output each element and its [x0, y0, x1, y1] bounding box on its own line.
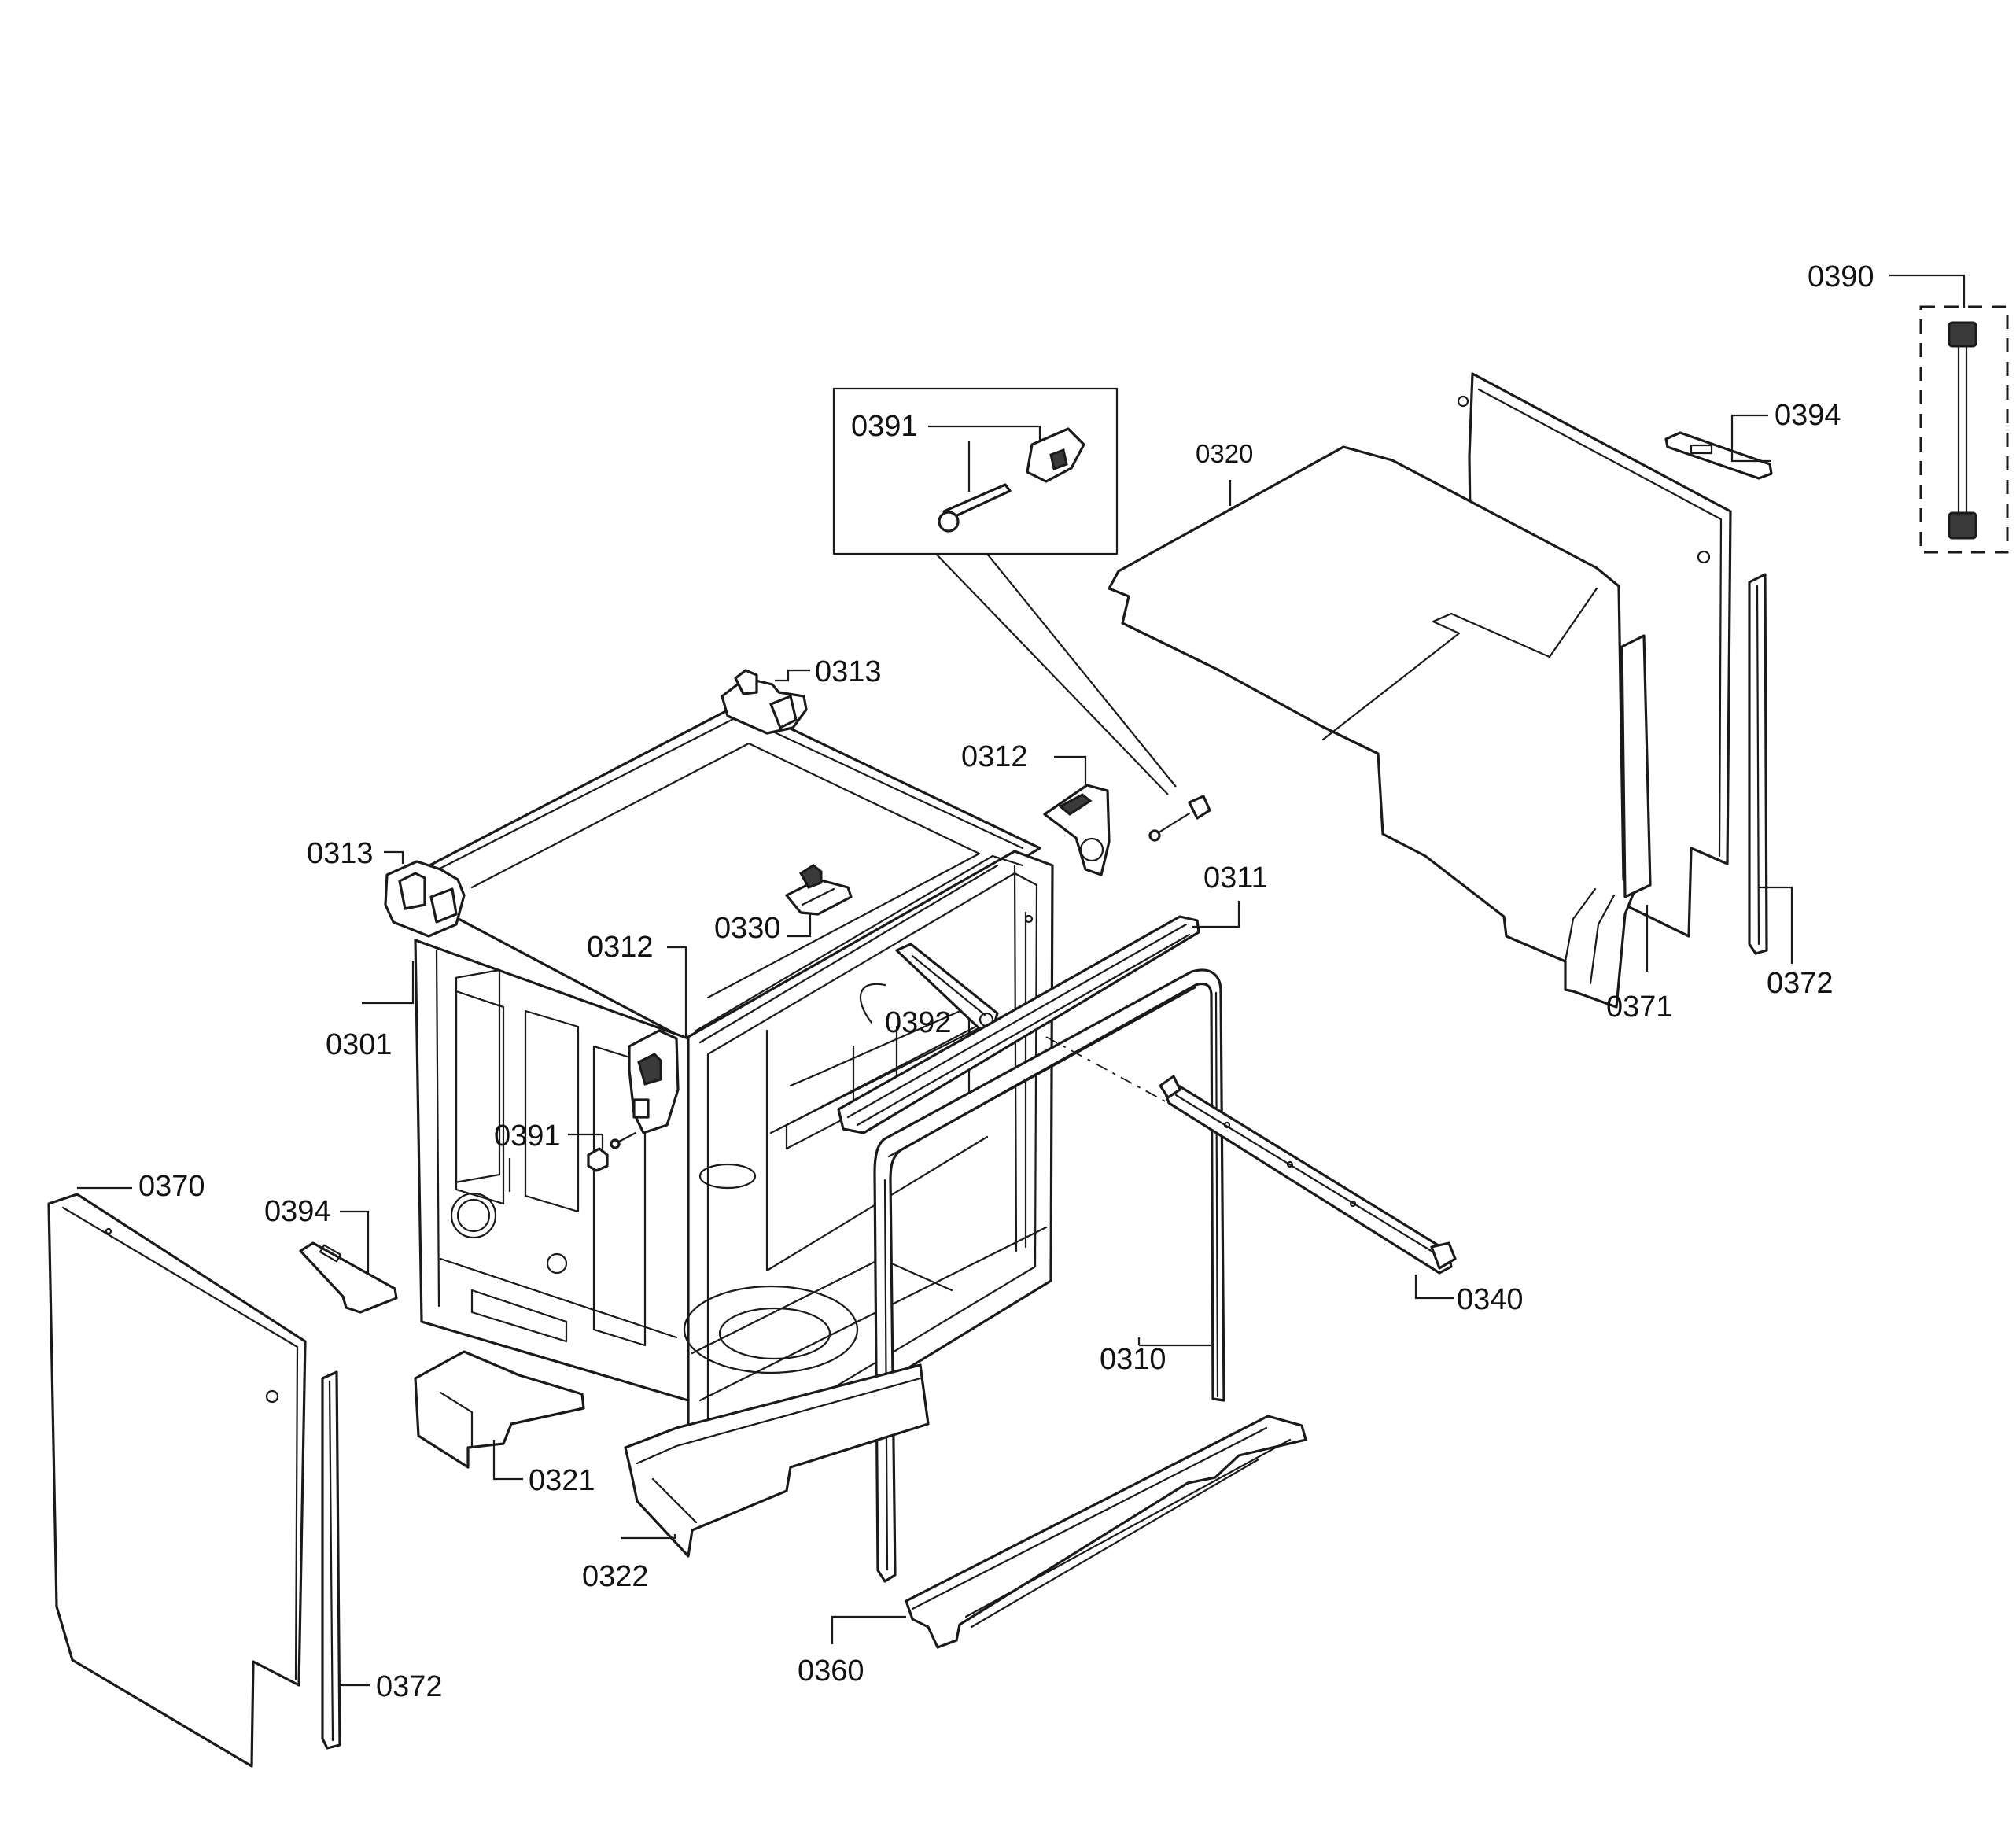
label-0391-inset: 0391	[851, 410, 918, 443]
label-0394-right: 0394	[1775, 399, 1841, 432]
part-0372-right-seal-strip	[1748, 573, 1793, 964]
part-0394-right-bracket	[1664, 414, 1773, 480]
label-0313-top: 0313	[815, 655, 882, 688]
label-0390: 0390	[1808, 260, 1874, 293]
part-0370-left-side-panel	[47, 1186, 307, 1768]
part-0330-latch	[785, 864, 853, 938]
label-0321: 0321	[529, 1464, 595, 1497]
label-0312-right: 0312	[961, 740, 1028, 773]
part-0394-left-bracket	[299, 1210, 398, 1314]
part-0391-screw-plug-main	[508, 1131, 637, 1192]
label-0370: 0370	[138, 1170, 205, 1203]
part-0391-screw-clip-right	[1148, 795, 1211, 842]
part-0360-bottom-tray	[831, 1415, 1307, 1649]
part-0313-top-bracket	[721, 669, 810, 735]
label-0320: 0320	[1196, 439, 1253, 468]
label-0391-main: 0391	[494, 1120, 561, 1153]
part-0340-rail	[1159, 1075, 1457, 1300]
part-0320-insulation-mat	[1108, 445, 1652, 1009]
label-0312-left: 0312	[587, 931, 654, 964]
part-0322-kick-plate	[621, 1363, 930, 1558]
label-0301: 0301	[326, 1028, 393, 1061]
label-0394-left: 0394	[264, 1195, 331, 1228]
part-0390-hose-kit	[1889, 274, 2009, 554]
label-0371: 0371	[1606, 990, 1673, 1024]
part-0312-left-bracket	[628, 946, 687, 1134]
part-0301-tub-frame	[362, 703, 1054, 1477]
part-0391-inset-detail	[832, 387, 1177, 795]
label-0372-left: 0372	[376, 1670, 443, 1703]
label-0330: 0330	[714, 912, 781, 945]
part-0311-top-seal-rail	[837, 901, 1240, 1134]
part-0312-right-bracket	[1043, 755, 1111, 876]
part-0313-left-bracket	[384, 850, 466, 938]
label-0310: 0310	[1100, 1343, 1166, 1376]
label-0360: 0360	[798, 1654, 864, 1688]
label-0340: 0340	[1457, 1283, 1524, 1316]
part-0321-lower-panel	[414, 1350, 585, 1481]
label-0311: 0311	[1203, 861, 1268, 895]
label-0392: 0392	[885, 1006, 952, 1039]
part-0372-left-seal-strip	[321, 1370, 370, 1750]
label-0313-left: 0313	[307, 837, 374, 870]
label-0322: 0322	[582, 1560, 649, 1593]
label-0372-right: 0372	[1767, 967, 1834, 1000]
part-0392-spring	[859, 943, 999, 1034]
